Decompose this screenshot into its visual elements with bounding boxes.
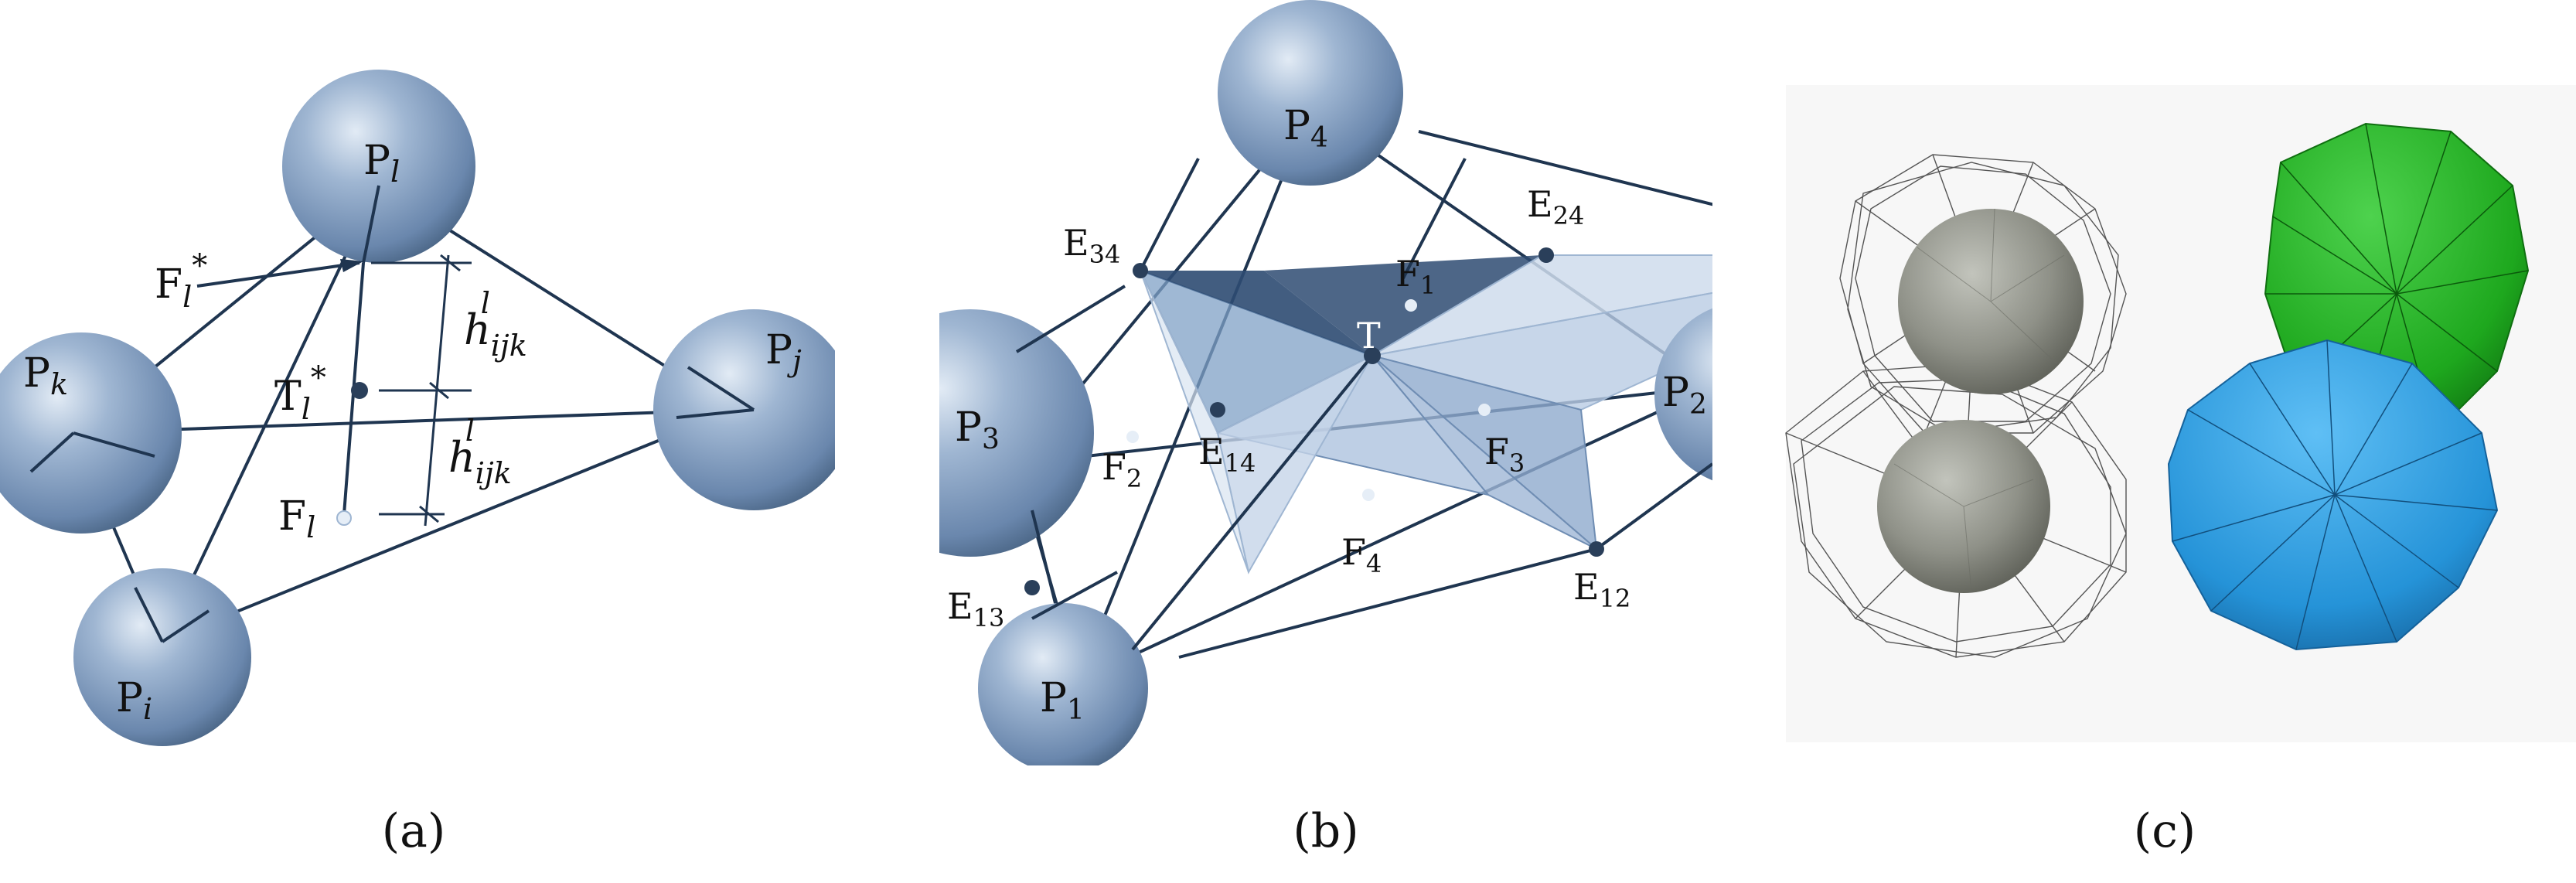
label-tl-star: Tl* xyxy=(274,360,326,426)
label-h-upper: hijkl xyxy=(464,286,527,363)
label-f1: F1 xyxy=(1395,253,1436,300)
label-pi: Pi xyxy=(116,675,152,726)
label-p2: P2 xyxy=(1662,370,1707,421)
sphere-p2 xyxy=(1654,308,1712,481)
sphere-p3 xyxy=(939,309,1094,557)
vertex-points xyxy=(1024,247,1604,595)
caption-a: (a) xyxy=(381,804,446,858)
label-pj: Pj xyxy=(765,327,802,378)
panel-b-diagram: P4 P3 P2 P1 E34 E24 E14 E13 E12 F1 F2 F3… xyxy=(939,0,1712,765)
label-e12: E12 xyxy=(1573,566,1630,613)
label-e14: E14 xyxy=(1198,431,1256,478)
panel-c-diagram xyxy=(1785,85,2576,742)
label-fl: Fl xyxy=(278,493,315,544)
label-p3: P3 xyxy=(955,404,1000,455)
point-tl-star xyxy=(351,382,368,399)
f-star-arrow xyxy=(196,261,360,288)
label-fl-star: Fl* xyxy=(155,248,207,314)
label-e34: E34 xyxy=(1063,222,1120,269)
panel-b: P4 P3 P2 P1 E34 E24 E14 E13 E12 F1 F2 F3… xyxy=(939,0,1712,765)
label-e24: E24 xyxy=(1527,183,1584,230)
label-f3: F3 xyxy=(1484,431,1525,478)
caption-c: (c) xyxy=(2133,804,2196,858)
dual-cell-facets xyxy=(1139,254,1712,574)
caption-b: (b) xyxy=(1293,804,1359,858)
panel-c xyxy=(1739,0,2576,765)
sphere-pk xyxy=(0,332,182,534)
sphere-p1 xyxy=(978,603,1148,765)
sphere-pl xyxy=(282,70,475,263)
sphere-p4 xyxy=(1218,0,1403,186)
panel-a-diagram: Pl Pk Pj Pi Fl* Tl* Fl hijkl hijkl xyxy=(0,70,854,746)
label-t: T xyxy=(1357,315,1381,356)
label-h-lower: hijkl xyxy=(448,414,512,490)
sphere-pi xyxy=(73,568,251,746)
point-fl xyxy=(336,510,352,526)
label-pl: Pl xyxy=(363,138,400,189)
blue-cell xyxy=(2167,339,2499,651)
label-pk: Pk xyxy=(23,350,68,401)
label-p4: P4 xyxy=(1283,103,1328,154)
dimension-lines xyxy=(371,254,472,527)
label-p1: P1 xyxy=(1040,675,1085,726)
label-f4: F4 xyxy=(1341,531,1382,578)
label-e13: E13 xyxy=(947,585,1004,632)
panel-a: Pl Pk Pj Pi Fl* Tl* Fl hijkl hijkl xyxy=(0,0,854,765)
label-f2: F2 xyxy=(1102,446,1142,493)
